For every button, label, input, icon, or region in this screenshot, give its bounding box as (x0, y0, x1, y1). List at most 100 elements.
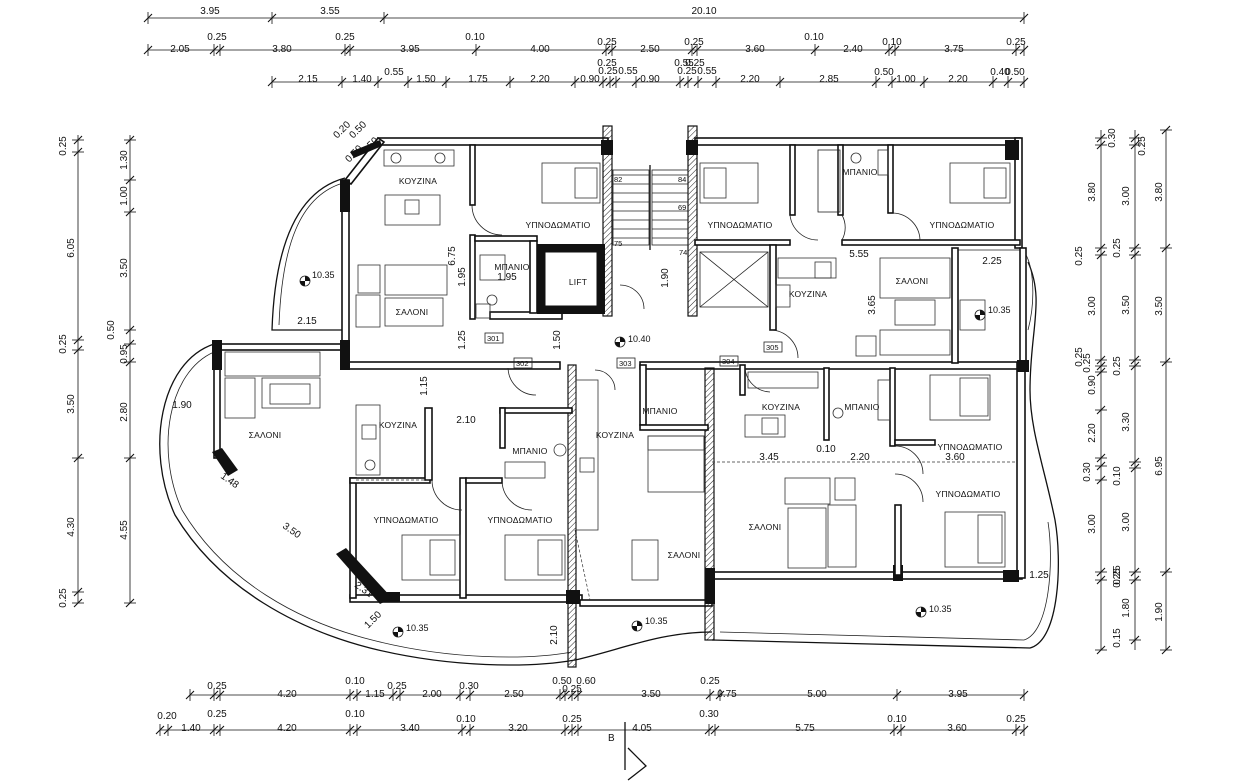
dim-label: 0.25 (335, 32, 355, 43)
staircase: 82 84 69 75 74 (612, 165, 689, 257)
dim-label: 0.25 (598, 66, 618, 77)
dim-label: 1.75 (468, 74, 488, 85)
level-value: 10.35 (312, 270, 335, 280)
top-dim-row3: 2.15 1.40 0.55 1.50 1.75 2.20 0.90 0.25 … (298, 58, 1025, 85)
dim-label: 2.20 (1087, 423, 1098, 443)
dim-label: 0.25 (1112, 565, 1123, 585)
top-dim-row1: 3.95 3.55 20.10 (200, 6, 717, 17)
dim-label: 3.95 (400, 44, 420, 55)
dim-label: 0.15 (1112, 628, 1123, 648)
hidden-lines (356, 461, 1017, 601)
dim-label: 2.50 (640, 44, 660, 55)
dim-label: 0.25 (1074, 246, 1085, 266)
dim-label: 2.80 (119, 402, 130, 422)
dim-label: 0.30 (699, 709, 719, 720)
dim-label: 0.20 (157, 711, 177, 722)
dim-label: 6.75 (447, 246, 458, 266)
dim-label: 0.40 (990, 67, 1010, 78)
dim-label: 2.10 (456, 415, 476, 426)
right-dim-col1: 0.30 3.80 0.25 3.00 0.25 0.25 0.90 2.20 … (1074, 128, 1123, 648)
lift-label: LIFT (569, 277, 587, 287)
dim-label: 2.05 (170, 44, 190, 55)
room-bathroom: ΜΠΑΝΙΟ (844, 402, 879, 412)
dim-label: 1.15 (419, 376, 430, 396)
dim-label: 1.00 (896, 74, 916, 85)
dim-label: 0.25 (1112, 356, 1123, 376)
dim-label: 3.75 (944, 44, 964, 55)
dim-label: 4.00 (530, 44, 550, 55)
dim-label: 3.80 (272, 44, 292, 55)
room-kitchen: ΚΟΥΖΙΝΑ (762, 402, 800, 412)
dim-label: 0.55 (618, 66, 638, 77)
dim-label: 0.25 (207, 681, 227, 692)
dim-label: 4.30 (66, 517, 77, 537)
dim-label: 0.25 (685, 58, 705, 69)
stair-number: 82 (614, 175, 622, 184)
dim-label: 3.80 (1087, 182, 1098, 202)
dim-label: 4.05 (632, 723, 652, 734)
apartment-number: 302 (516, 359, 529, 368)
dim-label: 3.50 (1154, 296, 1165, 316)
room-living: ΣΑΛΟΝΙ (896, 276, 929, 286)
dim-label: 0.50 (874, 67, 894, 78)
dim-label: 0.50 (1005, 67, 1025, 78)
dim-label: 2.20 (948, 74, 968, 85)
dim-label: 0.25 (207, 709, 227, 720)
dim-label: 2.20 (850, 452, 870, 463)
dim-label: 0.30 (1082, 462, 1093, 482)
lift-shaft: LIFT (537, 244, 605, 314)
dim-label: 2.20 (530, 74, 550, 85)
dim-label: 1.40 (181, 723, 201, 734)
dim-label: 0.90 (580, 74, 600, 85)
dim-label: 0.95 (119, 344, 130, 364)
dim-label: 1.90 (172, 400, 192, 411)
room-kitchen: ΚΟΥΖΙΝΑ (789, 289, 827, 299)
dim-label: 0.25 (387, 681, 407, 692)
dim-label: 0.10 (804, 32, 824, 43)
room-bedroom: ΥΠΝΟΔΩΜΑΤΙΟ (936, 489, 1001, 499)
room-bedroom: ΥΠΝΟΔΩΜΑΤΙΟ (488, 515, 553, 525)
left-dimension-chains (72, 135, 136, 608)
dim-label: 0.50 (106, 320, 117, 340)
dim-label: 5.75 (795, 723, 815, 734)
stair-number: 74 (679, 248, 687, 257)
dim-label: 0.50 (347, 119, 369, 141)
dim-label: 1.00 (119, 186, 130, 206)
dim-label: 0.55 (674, 58, 694, 69)
room-kitchen: ΚΟΥΖΙΝΑ (399, 176, 437, 186)
chamfer-dimensions: 0.20 0.50 0.50 0.50 (331, 119, 381, 165)
dim-label: 0.25 (1006, 37, 1026, 48)
dim-label: 3.50 (280, 521, 303, 541)
inner-dimensions: 6.75 1.95 1.95 1.25 1.50 1.90 5.55 3.65 … (172, 246, 1049, 645)
dim-label: 3.00 (1121, 512, 1132, 532)
dim-label: 0.25 (1137, 136, 1148, 156)
dim-label: 2.40 (843, 44, 863, 55)
exterior-walls (213, 125, 1027, 668)
room-bedroom: ΥΠΝΟΔΩΜΑΤΙΟ (374, 515, 439, 525)
dim-label: 0.10 (816, 444, 836, 455)
door-swings (431, 204, 924, 511)
dim-label: 3.00 (1087, 514, 1098, 534)
dim-label: 2.15 (297, 316, 317, 327)
dim-label: 3.20 (508, 723, 528, 734)
dim-label: 3.30 (1121, 412, 1132, 432)
dim-label: 0.55 (697, 66, 717, 77)
room-bathroom: ΜΠΑΝΙΟ (642, 406, 677, 416)
dim-label: 3.50 (641, 689, 661, 700)
room-living: ΣΑΛΟΝΙ (396, 307, 429, 317)
dim-label: 0.25 (597, 37, 617, 48)
section-marker: B (608, 722, 647, 781)
apartment-number: 303 (619, 359, 632, 368)
dim-label: 0.25 (562, 714, 582, 725)
dim-label: 0.90 (1087, 375, 1098, 395)
dim-label: 0.25 (562, 684, 582, 695)
level-value: 10.35 (645, 616, 668, 626)
dim-label: 0.25 (207, 32, 227, 43)
dim-label: 0.10 (345, 676, 365, 687)
stair-number: 69 (678, 203, 686, 212)
dim-label: 0.10 (465, 32, 485, 43)
room-kitchen: ΚΟΥΖΙΝΑ (596, 430, 634, 440)
left-dim-outer: 0.25 6.05 0.25 3.50 4.30 0.25 (58, 136, 77, 608)
dim-label: 0.30 (1107, 128, 1118, 148)
